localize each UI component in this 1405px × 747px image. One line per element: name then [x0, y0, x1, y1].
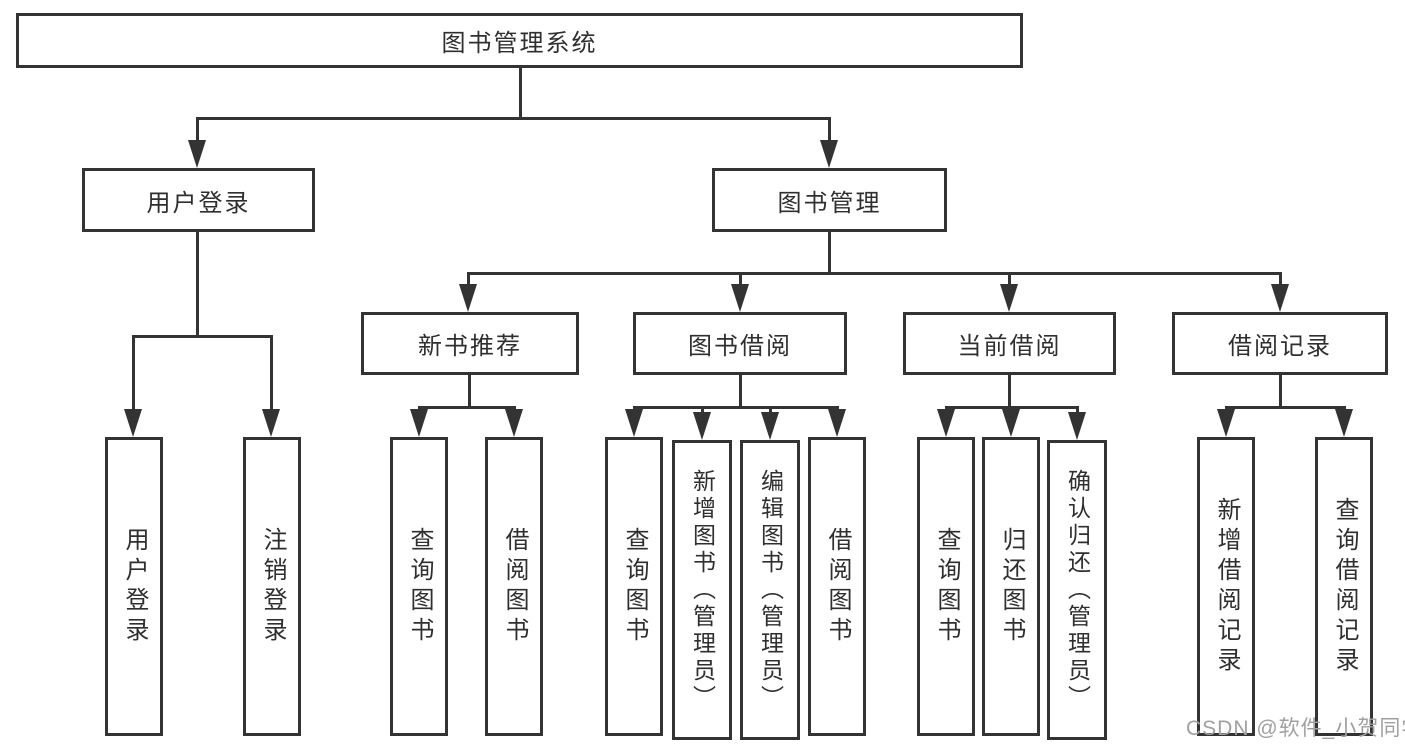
node-leaf-nb-query-book: 查询图书 — [390, 437, 448, 736]
node-library-system: 图书管理系统 — [16, 13, 1023, 68]
connector-drop-book-borrow — [739, 272, 742, 286]
node-borrow-records: 借阅记录 — [1172, 312, 1388, 375]
connector-drop-logout — [270, 335, 273, 411]
arrow-to-nb-borrow-icon — [505, 409, 523, 437]
connector-borrow-records-split — [1225, 406, 1346, 409]
arrow-to-logout-icon — [262, 409, 280, 437]
connector-user-login-split — [132, 335, 273, 338]
arrow-to-cb-return-icon — [1002, 409, 1020, 437]
arrow-to-current-borrow-icon — [1000, 284, 1018, 312]
node-leaf-cb-return-book: 归还图书 — [982, 437, 1040, 736]
connector-drop-book-management — [828, 117, 831, 143]
arrow-to-bb-borrow-icon — [828, 409, 846, 437]
node-leaf-user-login: 用户登录 — [105, 437, 163, 736]
connector-book-management-stem — [828, 232, 831, 274]
arrow-to-borrow-records-icon — [1271, 284, 1289, 312]
connector-current-borrow-stem — [1008, 374, 1011, 408]
arrow-to-bb-edit-icon — [761, 412, 779, 440]
connector-drop-login-action — [132, 335, 135, 411]
connector-user-login-stem — [196, 232, 199, 336]
arrow-to-new-book-icon — [459, 284, 477, 312]
connector-new-book-split — [418, 406, 516, 409]
arrow-to-login-action-icon — [124, 409, 142, 437]
node-leaf-bb-borrow-book: 借阅图书 — [808, 437, 866, 736]
arrow-to-book-management-icon — [820, 140, 838, 168]
arrow-to-cb-query-icon — [937, 409, 955, 437]
connector-drop-new-book — [467, 272, 470, 286]
connector-borrow-records-stem — [1279, 374, 1282, 408]
connector-drop-current-borrow — [1008, 272, 1011, 286]
connector-root-stem — [519, 68, 522, 118]
node-current-borrow: 当前借阅 — [903, 312, 1116, 375]
node-leaf-bb-edit-book-admin: 编辑图书（管理员） — [740, 440, 800, 740]
node-user-login: 用户登录 — [82, 168, 315, 232]
connector-drop-borrow-records — [1279, 272, 1282, 286]
arrow-to-br-query-icon — [1335, 409, 1353, 437]
arrow-to-nb-query-icon — [410, 409, 428, 437]
arrow-to-br-add-icon — [1217, 409, 1235, 437]
csdn-watermark: CSDN @软件_小贺同学 — [1186, 717, 1405, 740]
node-new-book-recommend: 新书推荐 — [361, 312, 579, 375]
node-leaf-cb-query-book: 查询图书 — [917, 437, 975, 736]
node-leaf-nb-borrow-book: 借阅图书 — [485, 437, 543, 736]
arrow-to-cb-confirm-icon — [1068, 412, 1086, 440]
connector-drop-cb-confirm — [1076, 406, 1079, 417]
connector-drop-bb-add — [701, 406, 704, 417]
connector-book-borrow-split — [633, 406, 838, 409]
connector-new-book-stem — [468, 374, 471, 408]
node-leaf-logout: 注销登录 — [243, 437, 301, 736]
arrow-to-bb-query-icon — [625, 409, 643, 437]
node-leaf-bb-add-book-admin: 新增图书（管理员） — [672, 440, 732, 740]
node-leaf-br-query-record: 查询借阅记录 — [1315, 437, 1373, 736]
node-book-management: 图书管理 — [712, 168, 947, 232]
node-leaf-cb-confirm-return-admin: 确认归还（管理员） — [1047, 440, 1107, 740]
connector-book-management-split — [467, 272, 1281, 275]
arrow-to-user-login-icon — [188, 140, 206, 168]
connector-drop-bb-edit — [769, 406, 772, 417]
connector-book-borrow-stem — [739, 374, 742, 408]
arrow-to-book-borrow-icon — [731, 284, 749, 312]
node-leaf-br-add-record: 新增借阅记录 — [1197, 437, 1255, 736]
connector-drop-user-login — [196, 117, 199, 143]
connector-root-split — [196, 117, 831, 120]
node-leaf-bb-query-book: 查询图书 — [605, 437, 663, 736]
arrow-to-bb-add-icon — [693, 412, 711, 440]
node-book-borrow: 图书借阅 — [633, 312, 847, 375]
